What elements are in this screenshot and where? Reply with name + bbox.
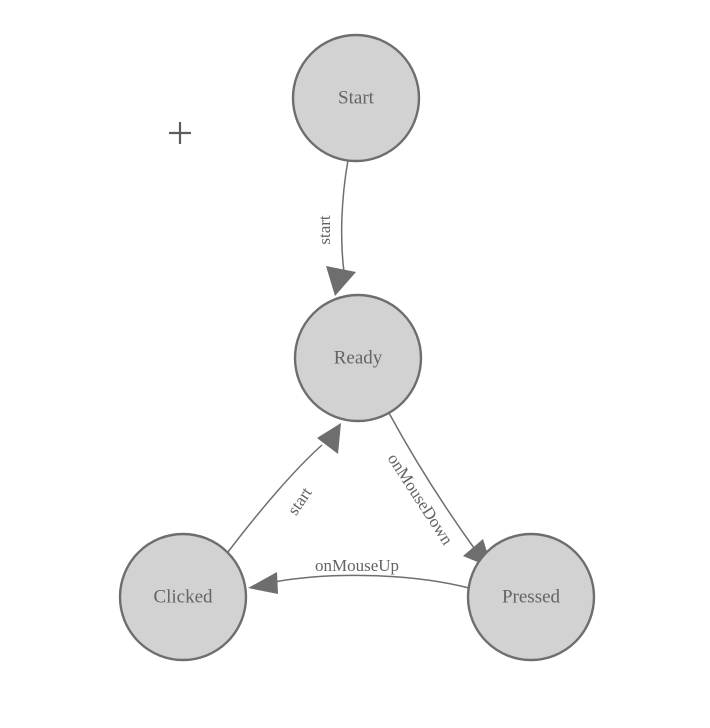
edge-start-to-ready-label: start — [315, 215, 334, 245]
plus-marker — [169, 122, 191, 144]
node-clicked-circle — [118, 532, 248, 662]
edge-pressed-to-clicked-arrowhead — [248, 572, 278, 594]
node-ready[interactable]: Ready — [293, 293, 423, 423]
edge-clicked-to-ready-label: start — [284, 483, 316, 518]
edge-start-to-ready-path — [340, 159, 349, 273]
edge-pressed-to-clicked-label: onMouseUp — [315, 556, 399, 575]
node-start-circle — [291, 33, 421, 163]
edge-clicked-to-ready-arrowhead — [317, 423, 341, 454]
node-clicked[interactable]: Clicked — [118, 532, 248, 662]
node-start[interactable]: Start — [291, 33, 421, 163]
edge-ready-to-pressed-label: onMouseDown — [384, 450, 457, 549]
node-pressed-label: Pressed — [502, 586, 561, 607]
edge-start-to-ready[interactable]: start — [315, 159, 356, 296]
node-pressed[interactable]: Pressed — [466, 532, 596, 662]
edge-pressed-to-clicked-path — [273, 574, 470, 589]
node-pressed-circle — [466, 532, 596, 662]
node-ready-circle — [293, 293, 423, 423]
edge-start-to-ready-arrowhead — [326, 266, 356, 296]
node-start-label: Start — [338, 87, 375, 108]
edge-ready-to-pressed-path — [388, 412, 475, 549]
edge-pressed-to-clicked[interactable]: onMouseUp — [248, 556, 470, 594]
node-clicked-label: Clicked — [153, 586, 213, 607]
edge-ready-to-pressed[interactable]: onMouseDown — [384, 412, 492, 568]
node-ready-label: Ready — [334, 347, 383, 368]
edge-clicked-to-ready[interactable]: start — [227, 423, 341, 553]
edge-clicked-to-ready-path — [227, 444, 323, 553]
